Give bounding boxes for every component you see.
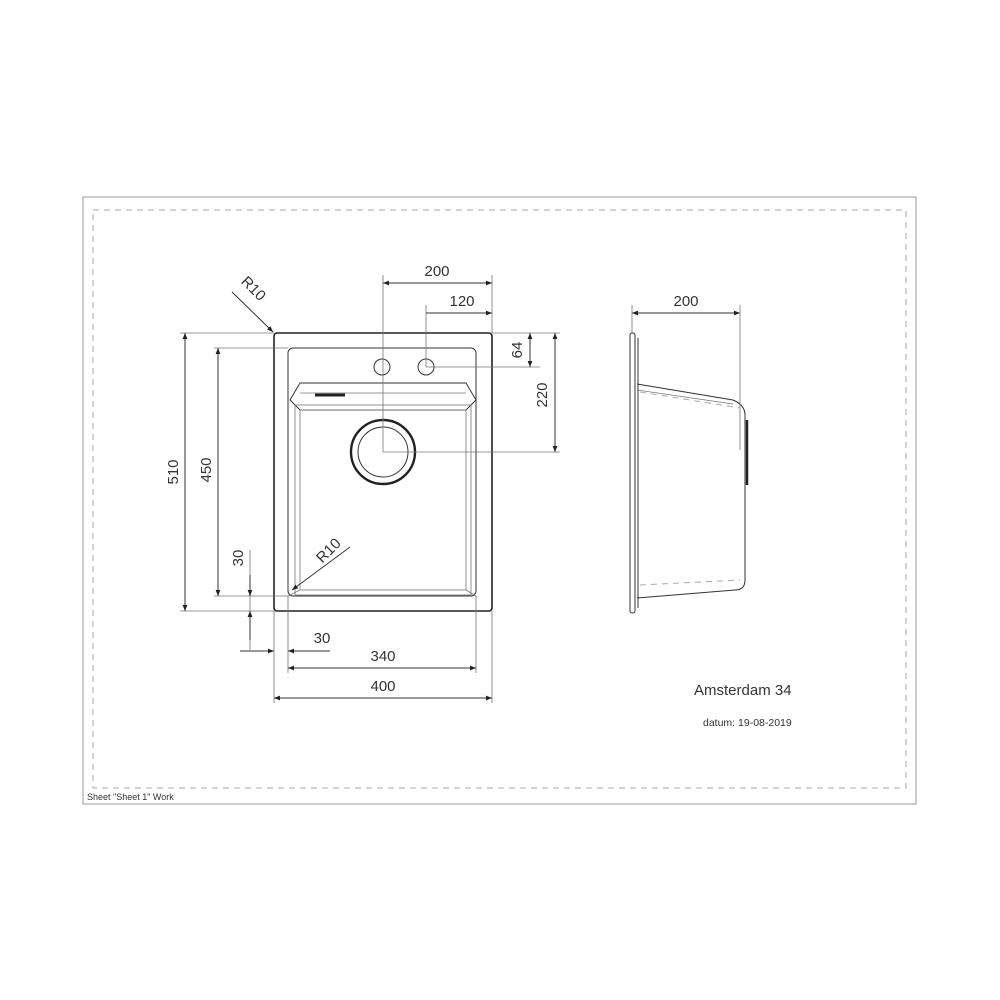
dim-120: 120 <box>449 293 474 310</box>
dim-510: 510 <box>165 459 182 484</box>
extension-lines <box>180 275 560 703</box>
dim-400: 400 <box>370 678 395 695</box>
sheet-label: Sheet "Sheet 1" Work <box>87 792 174 802</box>
dim-450: 450 <box>198 457 215 482</box>
sheet-border <box>82 196 917 805</box>
dim-200-side: 200 <box>673 293 698 310</box>
radius-inner-label: R10 <box>313 535 344 566</box>
product-title: Amsterdam 34 <box>694 682 792 699</box>
sheet-inner-dashed-border <box>92 209 907 789</box>
dim-220: 220 <box>534 382 551 407</box>
tap-hole-left <box>373 358 391 376</box>
radius-outer-label: R10 <box>237 273 268 304</box>
sink-side-view <box>629 305 749 614</box>
dim-340: 340 <box>370 648 395 665</box>
dim-200-top: 200 <box>424 263 449 280</box>
dimension-lines <box>182 280 740 701</box>
dim-64: 64 <box>509 342 526 359</box>
dim-30-horizontal: 30 <box>314 630 331 647</box>
dim-30-vertical: 30 <box>230 550 247 567</box>
date-label: datum: 19-08-2019 <box>703 717 792 729</box>
